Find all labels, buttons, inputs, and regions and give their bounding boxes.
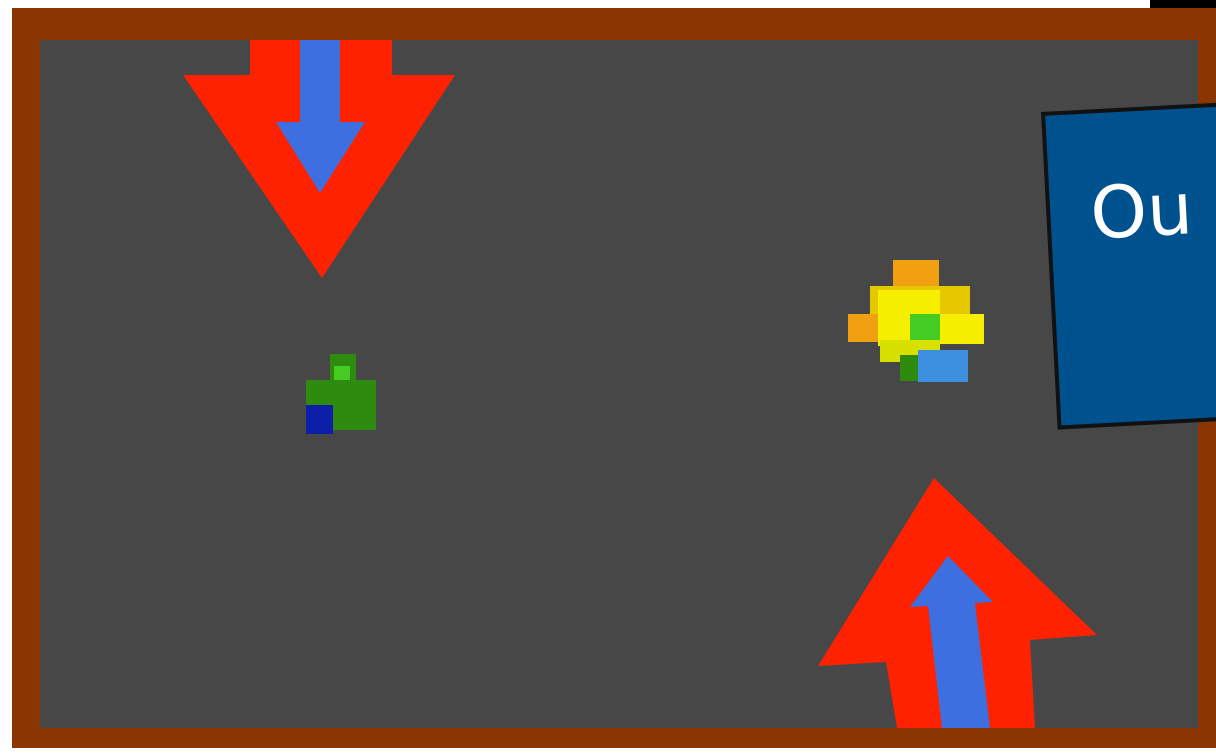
label-box: Ou <box>1041 99 1216 429</box>
yellow-blob-sprite <box>848 260 984 382</box>
arrow-up-icon <box>818 478 1097 728</box>
label-text: Ou <box>1088 172 1194 249</box>
arrow-down-icon <box>183 40 455 278</box>
green-blob-sprite <box>306 354 376 434</box>
